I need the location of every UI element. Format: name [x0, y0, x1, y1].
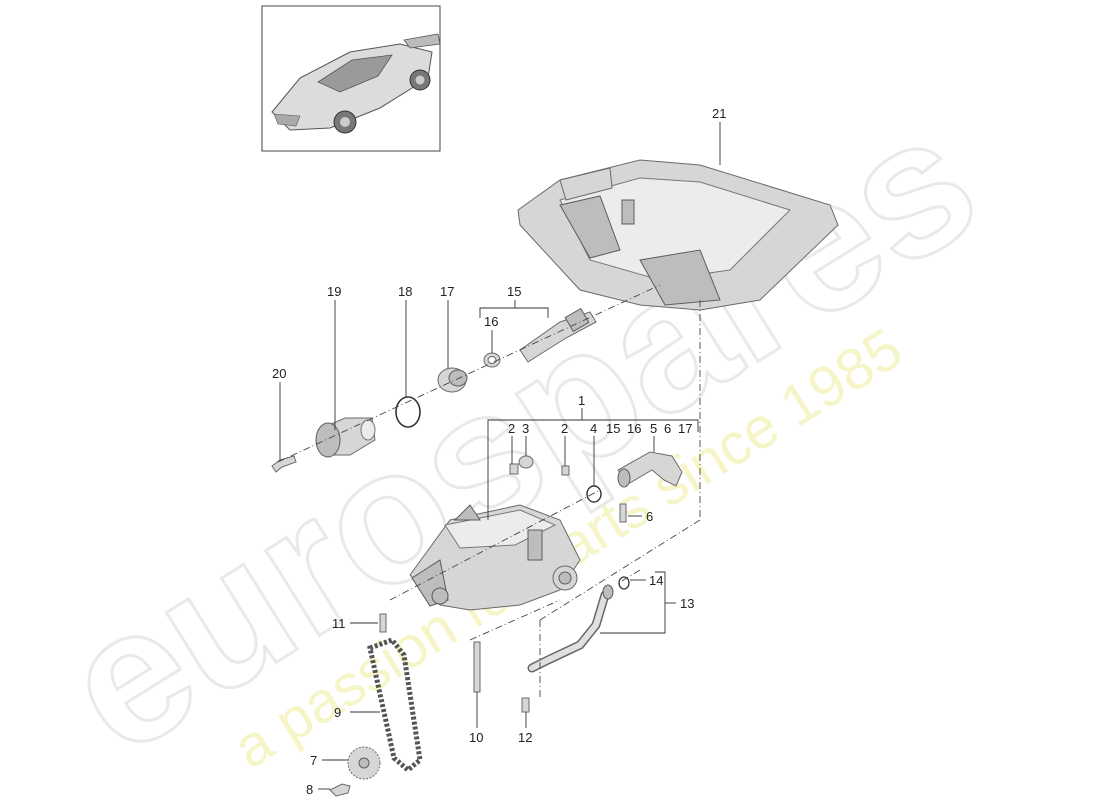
drive-shaft[interactable]: [519, 307, 597, 363]
callout-11[interactable]: 11: [332, 616, 346, 631]
callout-2a[interactable]: 2: [508, 421, 515, 436]
sprocket[interactable]: [347, 746, 381, 780]
o-ring[interactable]: [395, 396, 421, 428]
callout-9[interactable]: 9: [334, 705, 341, 720]
callout-18[interactable]: 18: [398, 284, 412, 299]
bearing[interactable]: [437, 367, 468, 393]
callout-12[interactable]: 12: [518, 730, 532, 745]
pickup-tube[interactable]: [527, 584, 614, 673]
callout-17b[interactable]: 17: [678, 421, 692, 436]
nut-3[interactable]: [518, 455, 534, 469]
callout-7[interactable]: 7: [310, 753, 317, 768]
oil-pan[interactable]: [517, 159, 839, 311]
bolt-8[interactable]: [329, 783, 351, 797]
watermark: eurospares a passion for parts since 198…: [28, 71, 1012, 797]
callout-19[interactable]: 19: [327, 284, 341, 299]
bolt-12[interactable]: [521, 697, 530, 713]
callout-15b[interactable]: 15: [606, 421, 620, 436]
bolt-10[interactable]: [473, 641, 481, 693]
intake-elbow[interactable]: [617, 451, 683, 488]
callout-labels: 21 19 18 17 15 16 20 1 2 3 2 4 15 16 5 6…: [272, 106, 726, 797]
callout-13[interactable]: 13: [680, 596, 694, 611]
callout-10[interactable]: 10: [469, 730, 483, 745]
shaft-housing[interactable]: [315, 417, 376, 458]
callout-8[interactable]: 8: [306, 782, 313, 797]
seal-14[interactable]: [618, 576, 630, 590]
callout-17a[interactable]: 17: [440, 284, 454, 299]
leader-lines: [279, 122, 721, 790]
alignment-lines: [277, 284, 701, 700]
callout-6a[interactable]: 6: [664, 421, 671, 436]
bolt-11[interactable]: [379, 613, 387, 633]
callout-21[interactable]: 21: [712, 106, 726, 121]
car-thumbnail[interactable]: [261, 5, 441, 152]
bolt-6[interactable]: [619, 503, 627, 523]
callout-14[interactable]: 14: [649, 573, 663, 588]
callout-1[interactable]: 1: [578, 393, 585, 408]
oil-pump-assembly[interactable]: [409, 504, 581, 611]
callout-6b[interactable]: 6: [646, 509, 653, 524]
callout-16b[interactable]: 16: [627, 421, 641, 436]
drive-chain[interactable]: [367, 637, 423, 774]
car-icon: [271, 33, 441, 134]
callout-15a[interactable]: 15: [507, 284, 521, 299]
plug-2b[interactable]: [561, 465, 570, 476]
callout-2b[interactable]: 2: [561, 421, 568, 436]
callout-4[interactable]: 4: [590, 421, 597, 436]
callout-3[interactable]: 3: [522, 421, 529, 436]
callout-16a[interactable]: 16: [484, 314, 498, 329]
plug-2a[interactable]: [509, 463, 519, 475]
callout-20[interactable]: 20: [272, 366, 286, 381]
callout-5[interactable]: 5: [650, 421, 657, 436]
watermark-brand: eurospares: [29, 72, 1010, 795]
